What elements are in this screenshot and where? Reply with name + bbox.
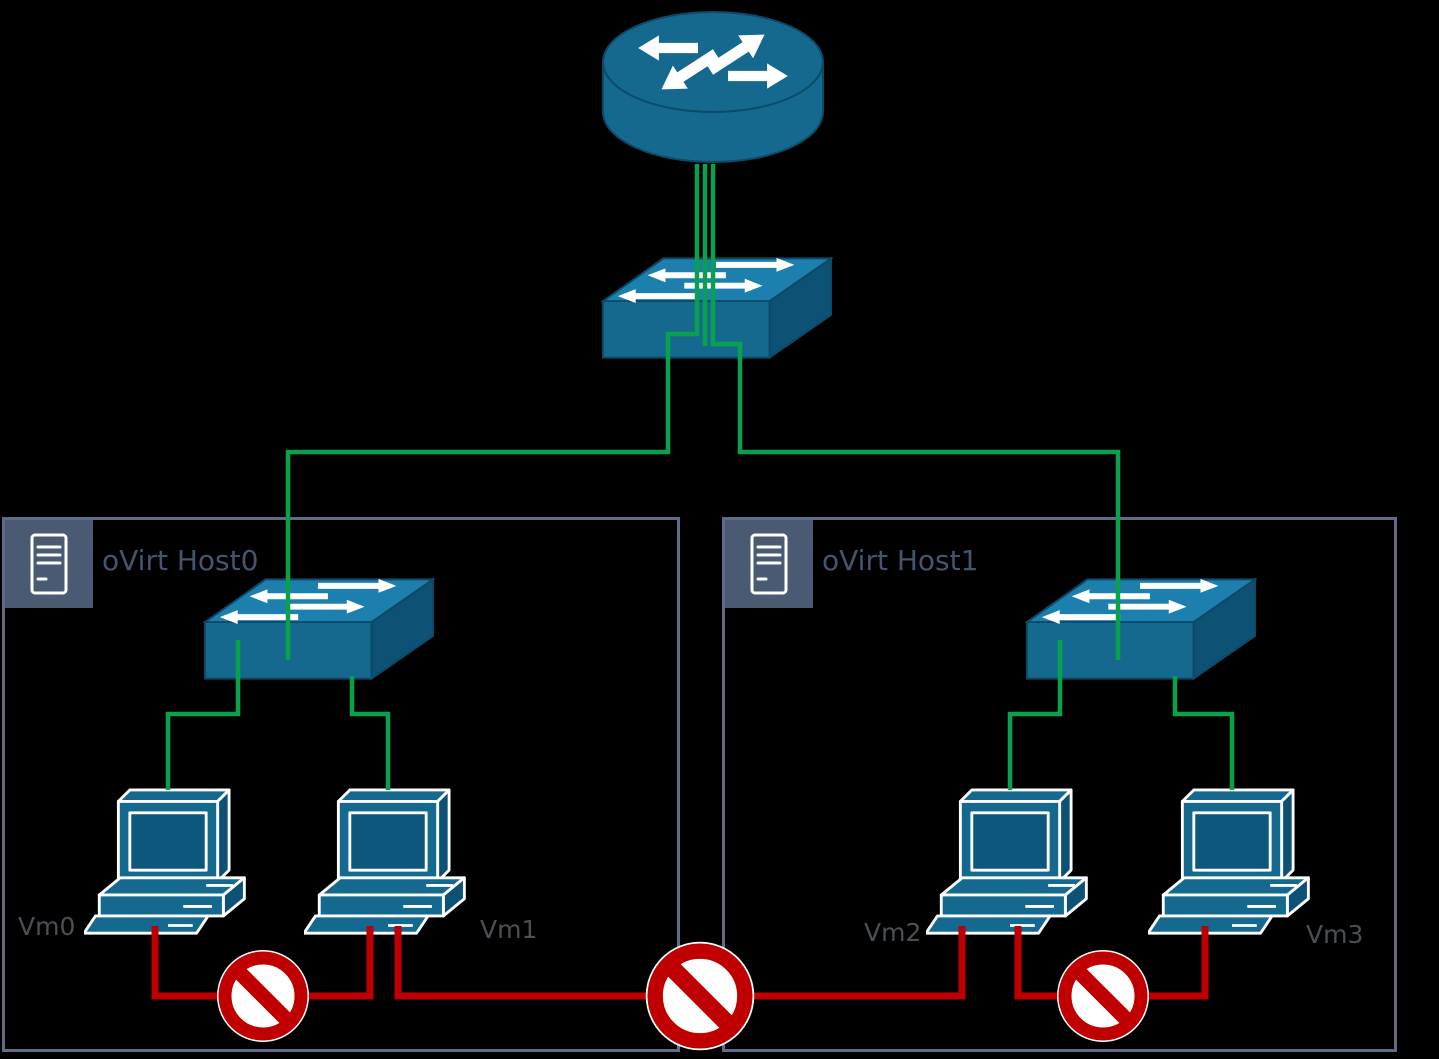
link-host0-switch-to-vm0 bbox=[165, 640, 241, 790]
host1-server-tab bbox=[725, 520, 813, 608]
vm0-label: Vm0 bbox=[18, 912, 76, 941]
host-group-host0: oVirt Host0 bbox=[2, 517, 680, 1052]
link-host1-switch-to-vm3 bbox=[1172, 676, 1235, 790]
host1-label: oVirt Host1 bbox=[822, 544, 979, 577]
link-host1-switch-to-vm2 bbox=[1007, 640, 1063, 790]
vm1-label: Vm1 bbox=[480, 915, 538, 944]
host-group-host1: oVirt Host1 bbox=[722, 517, 1397, 1052]
no-entry-icon-vm0-vm1 bbox=[217, 950, 309, 1042]
router-icon bbox=[602, 11, 824, 163]
vm2-label: Vm2 bbox=[864, 918, 922, 947]
workstation-icon-vm0 bbox=[84, 788, 246, 935]
host0-label: oVirt Host0 bbox=[102, 544, 259, 577]
vm3-label: Vm3 bbox=[1306, 920, 1364, 949]
host1-switch-icon bbox=[1025, 577, 1257, 681]
link-core-switch-to-host1-switch bbox=[710, 164, 1121, 660]
no-entry-icon-vm1-vm2 bbox=[645, 941, 755, 1051]
server-icon bbox=[750, 533, 788, 595]
link-core-switch-to-host0-switch bbox=[285, 164, 700, 660]
no-entry-icon-vm2-vm3 bbox=[1057, 950, 1149, 1042]
host0-server-tab bbox=[5, 520, 93, 608]
workstation-icon-vm1 bbox=[304, 788, 466, 935]
workstation-icon-vm3 bbox=[1148, 788, 1310, 935]
server-icon bbox=[30, 533, 68, 595]
link-host0-switch-to-vm1 bbox=[349, 676, 391, 790]
